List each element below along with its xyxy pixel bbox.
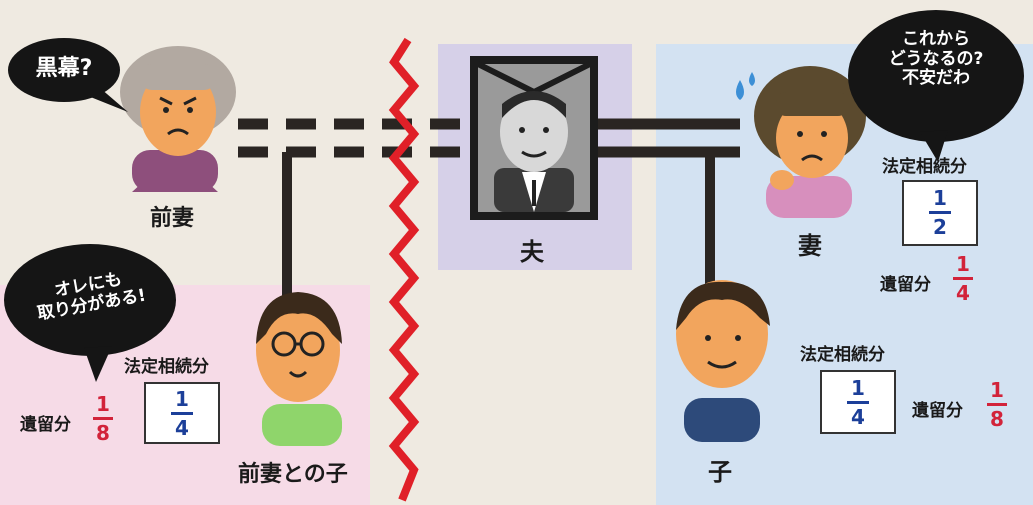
zigzag-divider-icon	[388, 37, 420, 502]
denominator: 4	[956, 281, 970, 305]
numerator: 1	[933, 186, 947, 210]
ex-wife-child-reserved-fraction: 1 8	[88, 394, 118, 443]
speech-bubble-icon	[8, 38, 128, 112]
fraction-bar	[847, 401, 869, 404]
child-legal-fraction: 1 4	[822, 378, 894, 427]
ex-wife-figure	[120, 46, 236, 192]
ex-wife-child-reserved-share-label: 遺留分	[20, 415, 71, 435]
wife-speech-bubble	[848, 10, 1024, 162]
ex-wife-bubble-text: 黒幕?	[16, 56, 112, 81]
bubble-line: どうなるの?	[888, 48, 984, 69]
numerator: 1	[956, 252, 970, 276]
numerator: 1	[175, 387, 189, 411]
child-label: 子	[708, 458, 732, 486]
ex-wife-child-legal-share-box: 1 4	[144, 382, 220, 444]
numerator: 1	[851, 376, 865, 400]
child-legal-share-box: 1 4	[820, 370, 896, 434]
child-reserved-share-label: 遺留分	[912, 401, 963, 421]
ex-wife-label: 前妻	[150, 206, 195, 231]
numerator: 1	[990, 378, 1004, 402]
portrait-frame-icon	[470, 56, 598, 220]
wife-reserved-fraction: 1 4	[948, 254, 978, 303]
ex-wife-child-figure	[256, 292, 342, 446]
ex-wife-child-legal-share-label: 法定相続分	[124, 357, 209, 377]
denominator: 4	[175, 416, 189, 440]
denominator: 8	[96, 421, 110, 445]
child-reserved-fraction: 1 8	[982, 380, 1012, 429]
ex-wife-child-legal-fraction: 1 4	[146, 389, 218, 438]
child-figure	[676, 280, 770, 442]
bubble-line: これから	[902, 29, 970, 49]
wife-legal-fraction: 1 2	[904, 188, 976, 237]
husband-label: 夫	[520, 238, 544, 266]
wife-bubble-text: これから どうなるの? 不安だわ	[868, 29, 1004, 89]
wife-reserved-share-label: 遺留分	[880, 275, 931, 295]
wife-legal-share-label: 法定相続分	[882, 157, 967, 177]
fraction-bar	[953, 277, 973, 280]
bubble-line: 黒幕?	[35, 56, 93, 81]
child-legal-share-label: 法定相続分	[800, 345, 885, 365]
fraction-bar	[171, 412, 193, 415]
denominator: 8	[990, 407, 1004, 431]
fraction-bar	[987, 403, 1007, 406]
wife-figure	[754, 66, 866, 218]
bubble-line: 不安だわ	[902, 68, 970, 89]
fraction-bar	[929, 211, 951, 214]
denominator: 4	[851, 405, 865, 429]
ex-wife-child-label: 前妻との子	[238, 462, 348, 487]
wife-legal-share-box: 1 2	[902, 180, 978, 246]
denominator: 2	[933, 215, 947, 239]
fraction-bar	[93, 417, 113, 420]
sweat-drop-icon	[736, 72, 755, 100]
numerator: 1	[96, 392, 110, 416]
wife-label: 妻	[798, 232, 822, 260]
ex-wife-child-speech-bubble	[4, 244, 176, 382]
